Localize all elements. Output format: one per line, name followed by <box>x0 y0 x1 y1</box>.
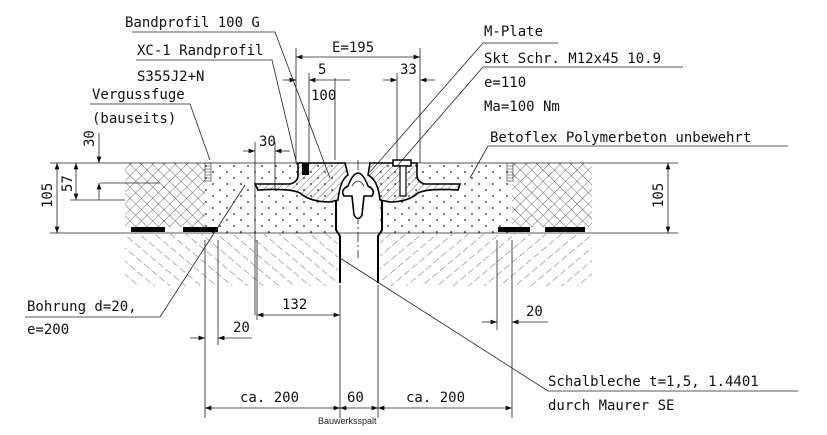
label-schalbleche: Schalbleche t=1,5, 1.4401 <box>548 374 759 390</box>
dim-30-vertical: 30 <box>82 130 98 147</box>
dim-57: 57 <box>60 175 76 192</box>
edge-profile-left <box>253 162 349 283</box>
dim-20-right: 20 <box>526 304 543 320</box>
dim-ca200-right: ca. 200 <box>406 390 465 406</box>
label-betoflex: Betoflex Polymerbeton unbewehrt <box>490 130 751 146</box>
label-m-plate: M-Plate <box>484 24 543 40</box>
label-bandprofil: Bandprofil 100 G <box>125 15 260 31</box>
dim-ca200-left: ca. 200 <box>240 390 299 406</box>
dim-5: 5 <box>318 62 326 78</box>
label-xc1-randprofil: XC-1 Randprofil <box>137 43 263 59</box>
existing-deck-right <box>512 163 592 227</box>
dim-33: 33 <box>400 62 417 78</box>
dim-30-top: 30 <box>259 134 276 150</box>
label-bauwerksspalt: Bauwerksspalt <box>318 416 377 426</box>
label-maurer: durch Maurer SE <box>548 398 674 414</box>
dimension-lines <box>54 48 671 418</box>
dim-e195: E=195 <box>332 40 374 56</box>
dim-20-left: 20 <box>233 320 250 336</box>
label-e110: e=110 <box>484 75 526 91</box>
subgrade-hatching <box>125 234 592 286</box>
bearing-pads <box>131 227 585 232</box>
label-bohrung: Bohrung d=20, <box>27 299 137 315</box>
dim-132: 132 <box>282 297 307 313</box>
dim-105-right: 105 <box>651 183 667 208</box>
dim-100: 100 <box>311 88 336 104</box>
label-torque: Ma=100 Nm <box>484 99 560 115</box>
dim-60: 60 <box>347 390 364 406</box>
label-steel-grade: S355J2+N <box>137 69 204 85</box>
label-vergussfuge: Vergussfuge <box>92 87 185 103</box>
leader-lines <box>25 31 798 392</box>
label-bauseits: (bauseits) <box>92 111 176 127</box>
existing-deck-left <box>125 163 205 227</box>
label-screw: Skt Schr. M12x45 10.9 <box>484 51 661 67</box>
label-e200: e=200 <box>27 322 69 338</box>
dim-105-left: 105 <box>40 183 56 208</box>
sealing-strip <box>341 172 375 220</box>
